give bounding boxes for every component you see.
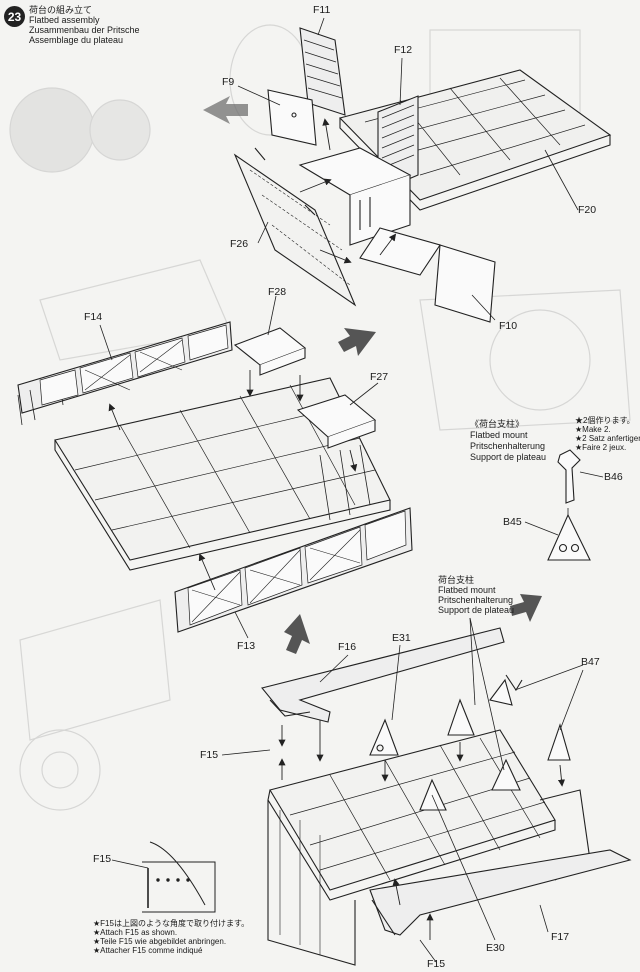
make-note-en: ★Make 2. — [575, 425, 611, 434]
angle-note-jp: ★F15は上図のような角度で取り付けます。 — [93, 919, 250, 928]
leaders-mount — [524, 471, 604, 536]
part-label-f15-c: F15 — [427, 958, 446, 970]
part-label-f10: F10 — [499, 320, 518, 332]
part-label-f27: F27 — [370, 371, 389, 383]
mount-title-jp: 《荷台支柱》 — [470, 419, 525, 429]
mount-title-de: Pritschenhalterung — [470, 441, 546, 451]
part-label-f12: F12 — [394, 44, 413, 56]
big-arrow-4 — [510, 594, 542, 622]
title-de: Zusammenbau der Pritsche — [29, 25, 140, 35]
part-label-f14: F14 — [84, 311, 103, 323]
mount2-de: Pritschenhalterung — [438, 595, 514, 605]
angle-note-de: ★Teile F15 wie abgebildet anbringen. — [93, 937, 227, 946]
mount2-fr: Support de plateau — [438, 605, 515, 615]
title-jp: 荷台の組み立て — [29, 5, 93, 15]
angle-note-en: ★Attach F15 as shown. — [93, 928, 178, 937]
title-en: Flatbed assembly — [29, 15, 100, 25]
leaders-middle — [99, 295, 379, 639]
part-label-f13: F13 — [237, 640, 256, 652]
mount-title-fr: Support de plateau — [470, 452, 547, 462]
make-note-jp: ★2個作ります。 — [575, 416, 635, 425]
leaders-bottom — [221, 617, 584, 963]
mount2-jp: 荷台支柱 — [438, 575, 475, 585]
leaders-top — [237, 17, 579, 321]
make-note-de: ★2 Satz anfertigen. — [575, 434, 640, 443]
part-label-f15-a: F15 — [200, 749, 219, 761]
big-arrow-2 — [338, 328, 376, 356]
f15-angle-detail — [111, 841, 216, 913]
part-label-f15-b: F15 — [93, 853, 112, 865]
mount2-en: Flatbed mount — [438, 585, 496, 595]
part-label-b47: B47 — [581, 656, 600, 668]
part-label-f17: F17 — [551, 931, 570, 943]
part-label-e30: E30 — [486, 942, 505, 954]
angle-note-fr: ★Attacher F15 comme indiqué — [93, 946, 203, 955]
part-label-b46: B46 — [604, 471, 623, 483]
part-label-f26: F26 — [230, 238, 249, 250]
big-arrow-1 — [203, 96, 248, 124]
part-label-f11: F11 — [313, 4, 331, 16]
mount-detail — [547, 449, 591, 561]
make-note-fr: ★Faire 2 jeux. — [575, 443, 627, 452]
step-number-badge: 23 — [4, 6, 25, 27]
title-fr: Assemblage du plateau — [29, 35, 124, 45]
assembly-bottom — [261, 627, 632, 966]
part-label-f20: F20 — [578, 204, 597, 216]
part-label-f9: F9 — [222, 76, 235, 88]
part-label-f16: F16 — [338, 641, 357, 653]
mount-title-en: Flatbed mount — [470, 430, 528, 440]
part-label-f28: F28 — [268, 286, 287, 298]
big-arrow-3 — [284, 614, 310, 654]
assembly-top — [233, 27, 612, 323]
part-label-b45: B45 — [503, 516, 522, 528]
assembly-middle — [17, 321, 413, 633]
part-label-e31: E31 — [392, 632, 411, 644]
